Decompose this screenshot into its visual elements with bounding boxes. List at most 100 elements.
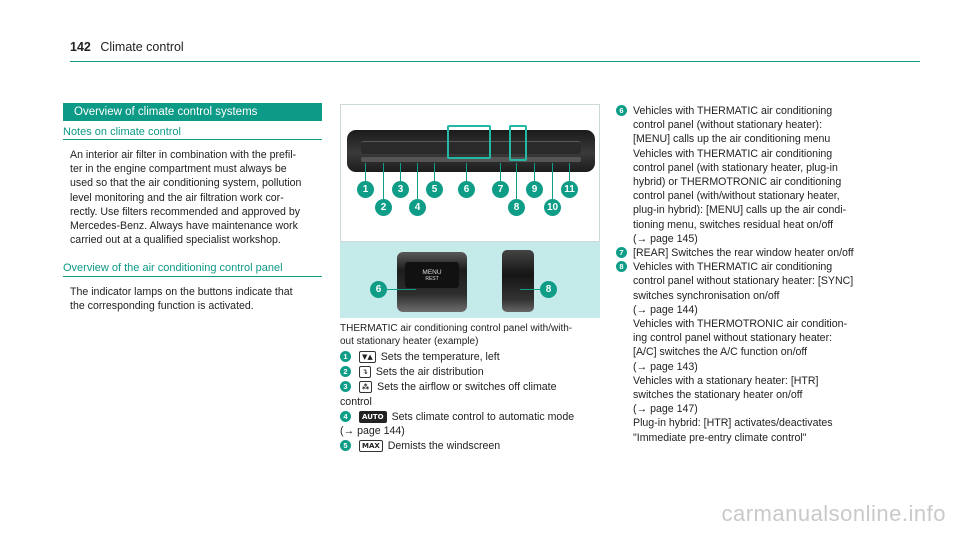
item-text: control panel (without stationary heater… — [633, 119, 823, 132]
highlight-menu — [447, 125, 491, 159]
item-number: 7 — [616, 247, 627, 259]
legend-item-1: 1▼▲ Sets the temperature, left — [340, 350, 610, 364]
text-line: carried out at a qualified specialist wo… — [70, 234, 281, 247]
leader-line — [466, 163, 467, 183]
subheading-notes: Notes on climate control — [63, 126, 181, 138]
callout-8-detail: 8 — [540, 281, 557, 298]
menu-sublabel: REST — [425, 276, 439, 282]
page-reference: (→ page 147) — [633, 403, 698, 416]
text-line: An interior air filter in combination wi… — [70, 149, 297, 161]
caption-line: out stationary heater (example) — [340, 336, 479, 347]
item-text: ing control panel without stationary hea… — [633, 332, 833, 345]
leader-line — [569, 163, 570, 183]
air-distribution-icon: ↴ — [359, 366, 371, 379]
item-text: Sets the air distribution — [375, 366, 484, 379]
item-number: 2 — [340, 366, 351, 378]
item-text: [MENU] calls up the air conditioning men… — [633, 133, 831, 146]
callout-6: 6 — [458, 181, 475, 198]
watermark: carmanualsonline.info — [721, 501, 946, 526]
callout-7: 7 — [492, 181, 509, 198]
callout-6-detail: 6 — [370, 281, 387, 298]
item-text: control — [340, 395, 372, 408]
item-text: control panel without stationary heater:… — [633, 275, 854, 288]
button-strip-lower — [361, 157, 581, 162]
subheading-rule — [63, 276, 322, 277]
item-text: Vehicles with THERMATIC air conditioning — [633, 147, 833, 160]
item-text: [A/C] switches the A/C function on/off — [633, 346, 808, 359]
auto-icon: AUTO — [359, 410, 387, 423]
callout-5: 5 — [426, 181, 443, 198]
text-line: ter in the engine compartment must alway… — [70, 163, 287, 176]
leader-line — [520, 289, 540, 290]
page-reference: (→ page 144) — [633, 303, 698, 316]
item-text: switches the stationary heater on/off — [633, 389, 803, 402]
figure-detail-panel: MENU REST 6 8 — [340, 242, 600, 318]
section-title: Overview of climate control systems — [63, 103, 322, 121]
menu-label: MENU — [422, 269, 442, 276]
legend-item-2: 2 ↴ Sets the air distribution — [340, 365, 610, 379]
leader-line — [400, 163, 401, 183]
leader-line — [516, 163, 517, 201]
item-text: switches synchronisation on/off — [633, 289, 780, 302]
item-number: 5 — [340, 440, 351, 452]
callout-3: 3 — [392, 181, 409, 198]
page-reference: (→ page 143) — [633, 360, 698, 373]
text-line: Mercedes-Benz. Always have maintenance w… — [70, 220, 298, 233]
item-text: hybrid) or THERMOTRONIC air conditioning — [633, 176, 842, 189]
subheading-rule — [63, 139, 322, 140]
overview-paragraph: The indicator lamps on the buttons indic… — [70, 285, 330, 313]
item-text: control panel (with stationary heater, p… — [633, 161, 838, 174]
header-rule — [70, 61, 920, 62]
windscreen-max-icon: MAX — [359, 440, 383, 453]
legend-item-5: 5 MAX Demists the windscreen — [340, 439, 610, 453]
page-number: 142 — [70, 40, 91, 54]
item-number: 8 — [616, 261, 627, 273]
leader-line — [417, 163, 418, 201]
item-number: 3 — [340, 381, 351, 393]
item-text: [REAR] Switches the rear window heater o… — [633, 247, 854, 260]
item-text: control panel (with/without stationary h… — [633, 190, 840, 203]
page-reference: (→ page 145) — [633, 232, 698, 245]
item-text: "Immediate pre-entry climate control" — [633, 431, 807, 444]
subheading-overview: Overview of the air conditioning control… — [63, 262, 283, 274]
notes-paragraph: An interior air filter in combination wi… — [70, 148, 330, 247]
text-line: The indicator lamps on the buttons indic… — [70, 286, 293, 298]
callout-11: 11 — [561, 181, 578, 198]
leader-line — [386, 289, 416, 290]
item-number: 4 — [340, 410, 351, 422]
sync-button-closeup — [502, 250, 534, 312]
leader-line — [434, 163, 435, 183]
item-text: Sets the temperature, left — [380, 351, 500, 363]
figure-caption: THERMATIC air conditioning control panel… — [340, 322, 605, 348]
text-line: rectly. Use filters recommended and appr… — [70, 205, 301, 218]
item-text: tioning menu, switches residual heat on/… — [633, 218, 834, 231]
page-reference: (→ page 144) — [340, 425, 405, 438]
item-text: Vehicles with a stationary heater: [HTR] — [633, 374, 819, 387]
item-text: plug-in hybrid): [MENU] calls up the air… — [633, 204, 847, 217]
callout-2: 2 — [375, 199, 392, 216]
highlight-sync — [509, 125, 527, 161]
callout-9: 9 — [526, 181, 543, 198]
chapter-title: Climate control — [100, 40, 184, 54]
item-text: Vehicles with THERMATIC air conditioning — [633, 105, 833, 117]
figure-top-panel: 1 2 3 4 5 6 7 8 9 10 11 — [340, 104, 600, 242]
item-text: Sets the airflow or switches off climate — [377, 381, 557, 394]
leader-line — [500, 163, 501, 183]
legend-item-3: 3⁂ Sets the airflow or switches off clim… — [340, 380, 610, 408]
item-text: Demists the windscreen — [387, 440, 501, 453]
callout-4: 4 — [409, 199, 426, 216]
menu-button-face: MENU REST — [405, 262, 459, 288]
callout-1: 1 — [357, 181, 374, 198]
leader-line — [383, 163, 384, 201]
item-text: Sets climate control to automatic mode — [391, 410, 575, 423]
leader-line — [365, 163, 366, 183]
item-number: 6 — [616, 105, 627, 116]
text-line: the corresponding function is activated. — [70, 300, 254, 313]
page-header: 142 Climate control — [70, 40, 184, 54]
item-number: 1 — [340, 351, 351, 362]
callout-10: 10 — [544, 199, 561, 216]
leader-line — [534, 163, 535, 183]
